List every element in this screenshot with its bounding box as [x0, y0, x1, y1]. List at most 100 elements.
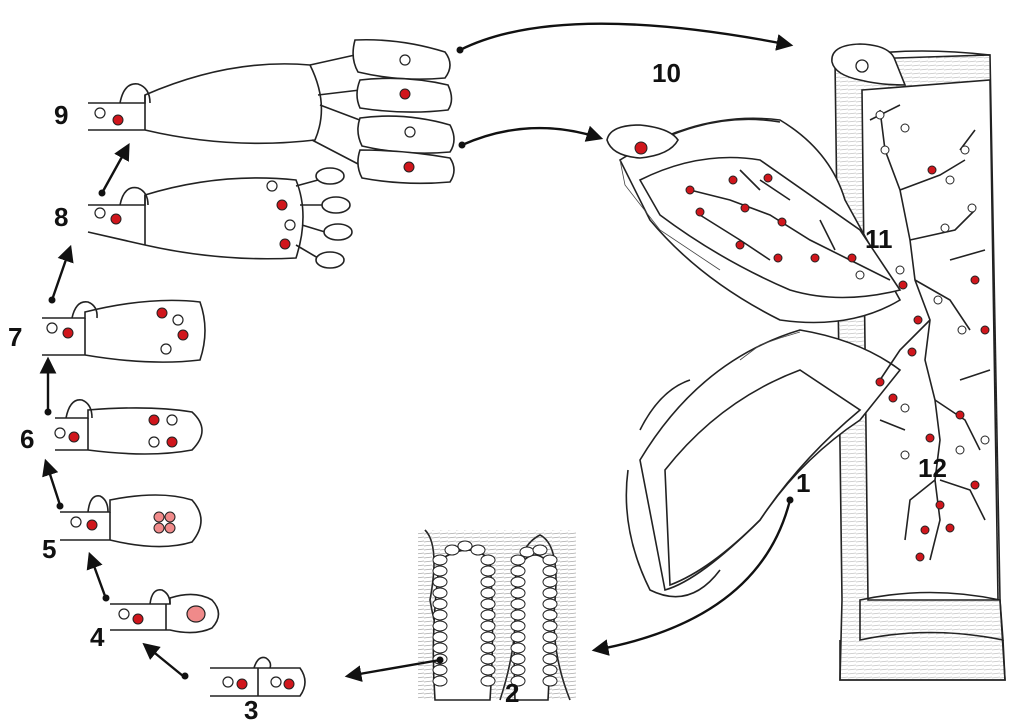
nucleus-red: [921, 526, 929, 534]
arrow-icon: [460, 24, 790, 50]
nucleus-red: [908, 348, 916, 356]
basidium-cell: [511, 599, 525, 609]
label-8: 8: [54, 202, 68, 232]
stage-5-cell: [60, 495, 201, 547]
basidium-cell: [511, 610, 525, 620]
basidium-cell: [481, 665, 495, 675]
nucleus-red: [971, 481, 979, 489]
arrow-icon: [52, 248, 70, 300]
basidium-cell: [511, 577, 525, 587]
basidium-cell: [543, 632, 557, 642]
basidium-cell: [511, 588, 525, 598]
nucleus-white: [968, 204, 976, 212]
basidium-cell: [433, 599, 447, 609]
basidium-cell: [433, 566, 447, 576]
nucleus-white: [934, 296, 942, 304]
basidium-cell: [543, 588, 557, 598]
basidium-cell: [481, 599, 495, 609]
stage-4-cell: [110, 590, 219, 633]
stage-8-cell: [88, 168, 352, 268]
basidium-cell: [481, 632, 495, 642]
nucleus-red: [729, 176, 737, 184]
label-1: 1: [796, 468, 810, 498]
basidium-cell: [481, 643, 495, 653]
basidium-cell: [433, 555, 447, 565]
nucleus-white: [956, 446, 964, 454]
nucleus-red: [956, 411, 964, 419]
arrow-icon: [46, 462, 60, 505]
nucleus-red: [848, 254, 856, 262]
label-5: 5: [42, 534, 56, 564]
nucleus-white: [946, 176, 954, 184]
nucleus-red: [778, 218, 786, 226]
label-11: 11: [865, 224, 893, 254]
basidium-cell: [481, 577, 495, 587]
label-10: 10: [652, 58, 681, 88]
nucleus-white: [901, 404, 909, 412]
basidium-cell: [433, 577, 447, 587]
basidium-cell: [481, 610, 495, 620]
basidium-cell: [471, 545, 485, 555]
arrow-icon: [462, 128, 600, 145]
basidium-cell: [543, 676, 557, 686]
nucleus-white: [961, 146, 969, 154]
basidium-cell: [543, 665, 557, 675]
label-12: 12: [918, 453, 947, 483]
nucleus-red: [928, 166, 936, 174]
nucleus-red: [971, 276, 979, 284]
nucleus-red: [741, 204, 749, 212]
nucleus-white: [901, 124, 909, 132]
basidium-cell: [433, 632, 447, 642]
label-2: 2: [505, 678, 519, 708]
nucleus-white: [981, 436, 989, 444]
nucleus-red: [764, 174, 772, 182]
basidium-cell: [445, 545, 459, 555]
basidium-cell: [481, 676, 495, 686]
bracket-fungus-on-log-icon: [620, 51, 1005, 680]
nucleus-red: [926, 434, 934, 442]
basidium-cell: [511, 654, 525, 664]
nucleus-red: [635, 142, 647, 154]
label-3: 3: [244, 695, 258, 721]
basidium-cell: [511, 665, 525, 675]
nucleus-red: [686, 186, 694, 194]
label-9: 9: [54, 100, 68, 130]
basidium-cell: [511, 566, 525, 576]
nucleus-white: [876, 111, 884, 119]
label-7: 7: [8, 322, 22, 352]
nucleus-red: [876, 378, 884, 386]
stage-7-cell: [42, 300, 205, 362]
basidium-cell: [433, 610, 447, 620]
basidium-cell: [481, 654, 495, 664]
basidium-cell: [433, 643, 447, 653]
nucleus-red: [736, 241, 744, 249]
basidium-cell: [543, 577, 557, 587]
stage-3-cell: [210, 657, 305, 696]
nucleus-red: [811, 254, 819, 262]
basidium-cell: [533, 545, 547, 555]
basidium-cell: [520, 547, 534, 557]
basidium-cell: [543, 555, 557, 565]
basidium-cell: [543, 621, 557, 631]
label-6: 6: [20, 424, 34, 454]
arrow-icon: [90, 555, 105, 596]
arrow-icon: [102, 146, 128, 193]
basidium-cell: [433, 676, 447, 686]
basidium-cell: [511, 621, 525, 631]
basidium-cell: [458, 541, 472, 551]
nucleus-red: [899, 281, 907, 289]
stage-9-cell: [88, 40, 454, 184]
basidium-cell: [511, 643, 525, 653]
basidium-cell: [543, 643, 557, 653]
nucleus-white: [856, 271, 864, 279]
nucleus-red: [946, 524, 954, 532]
basidium-cell: [481, 588, 495, 598]
arrow-icon: [145, 645, 183, 676]
label-4: 4: [90, 622, 105, 652]
nucleus-red: [889, 394, 897, 402]
nucleus-red: [696, 208, 704, 216]
nucleus-white: [901, 451, 909, 459]
nucleus-red: [774, 254, 782, 262]
basidium-cell: [481, 621, 495, 631]
